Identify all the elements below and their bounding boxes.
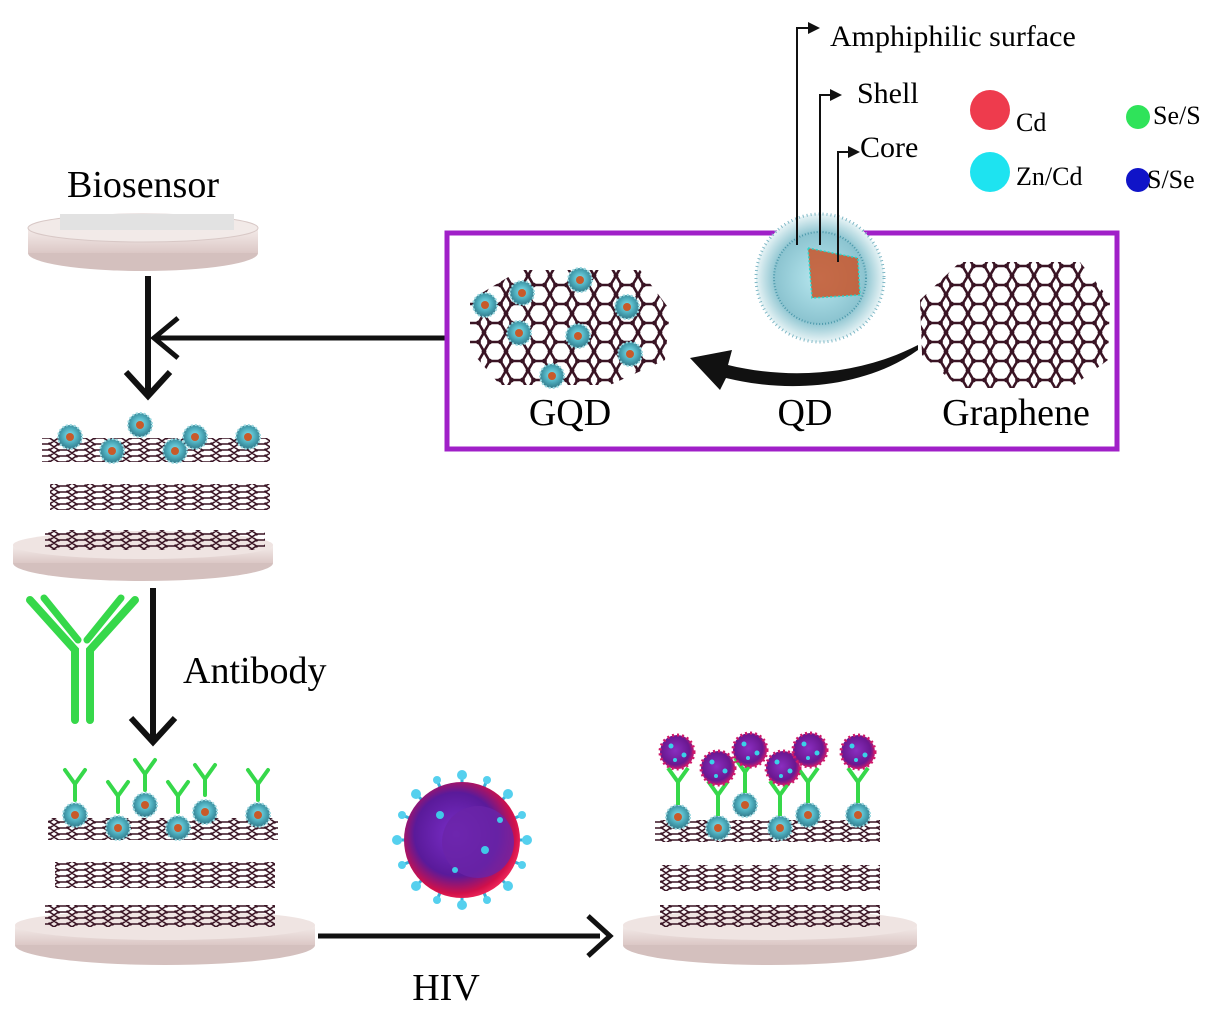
legend-swatch-zn-cd <box>970 152 1010 192</box>
legend-swatch-se-s <box>1126 105 1150 129</box>
label-biosensor: Biosensor <box>67 164 219 206</box>
arrow-down-2-head <box>128 715 178 747</box>
label-core: Core <box>860 131 918 164</box>
legend-label-s-se: S/Se <box>1147 165 1195 194</box>
label-hiv: HIV <box>412 967 480 1009</box>
legend-swatch-cd <box>970 90 1010 130</box>
legend-label-se-s: Se/S <box>1153 101 1201 130</box>
label-graphene: Graphene <box>942 392 1090 434</box>
gqd-sheet <box>470 267 670 389</box>
arrow-right-head <box>586 914 614 958</box>
legend-swatch-s-se <box>1126 168 1150 192</box>
label-amphiphilic-surface: Amphiphilic surface <box>830 20 1076 53</box>
biosensor-disk-1 <box>27 213 259 271</box>
curved-arrow <box>690 345 918 390</box>
legend-label-cd: Cd <box>1016 108 1046 137</box>
gqd-stack-1 <box>13 412 273 581</box>
graphene-sheet <box>920 262 1110 388</box>
arrow-down-1-head <box>123 369 173 401</box>
arrow-left-head <box>150 316 180 360</box>
label-gqd: GQD <box>529 392 611 434</box>
qd-particle <box>754 212 886 344</box>
antibody-stack <box>15 758 315 965</box>
label-qd: QD <box>778 392 833 434</box>
qd-structure-leaders <box>796 27 848 262</box>
antibody-icon <box>26 594 139 724</box>
detection-stack <box>623 731 917 965</box>
legend: Cd Se/S Zn/Cd S/Se <box>970 90 1201 194</box>
label-antibody: Antibody <box>183 650 327 692</box>
legend-label-zn-cd: Zn/Cd <box>1016 162 1082 191</box>
hiv-virus-icon <box>392 770 532 910</box>
label-shell: Shell <box>857 77 919 110</box>
